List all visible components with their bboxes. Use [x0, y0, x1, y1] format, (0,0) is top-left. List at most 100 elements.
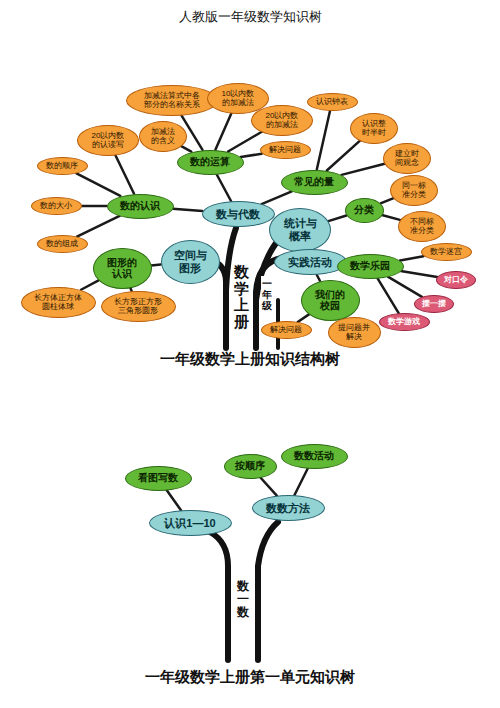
node-text-wrap: 长方体正方体圆柱体球 [33, 293, 83, 311]
node-text: 认识整时半时 [359, 119, 389, 137]
branch-connector [151, 263, 160, 266]
node-text: 摆一摆 [422, 299, 446, 308]
branch-connector [294, 468, 307, 495]
node-text: 分类 [354, 204, 374, 216]
node-text: 10以内数的加减法 [218, 89, 258, 107]
branch-connector [317, 275, 320, 281]
leaf-ellipse: 认识钟表 [307, 93, 358, 111]
node-text-wrap: 20以内数的认读写 [88, 131, 128, 149]
branch-connector [215, 113, 231, 150]
branch-connector [173, 209, 203, 211]
node-text-wrap: 空间与图形 [173, 249, 207, 274]
game-ellipse: 摆一摆 [414, 295, 454, 313]
branch-connector [342, 164, 385, 175]
node-text-wrap: 数数方法 [266, 502, 310, 515]
node-text-wrap: 实践活动 [288, 256, 332, 269]
branch-ellipse: 数的运算 [177, 150, 244, 175]
node-text: 数学乐园 [350, 260, 390, 272]
node-text-wrap: 数学迷宫 [430, 247, 462, 256]
node-text-wrap: 认识钟表 [316, 97, 348, 106]
node-text-wrap: 加减法的含义 [148, 127, 178, 145]
topic-ellipse: 实践活动 [274, 249, 347, 275]
node-text: 数数方法 [266, 502, 310, 515]
game-ellipse: 对口令 [436, 271, 476, 289]
node-text: 数学迷宫 [430, 247, 462, 256]
leaf-ellipse: 数的顺序 [37, 157, 88, 175]
node-text-wrap: 数的认识 [120, 200, 160, 212]
leaf-ellipse: 加减法的含义 [139, 121, 187, 152]
leaf-ellipse: 长方体正方体圆柱体球 [21, 287, 96, 318]
node-text: 数与代数 [216, 208, 260, 221]
leaf-ellipse: 提问题并解决 [328, 317, 381, 348]
node-text: 长方形正方形三角形圆形 [113, 297, 163, 315]
node-text-wrap: 20以内数的加减法 [262, 111, 302, 129]
node-text-wrap: 对口令 [444, 275, 468, 284]
leaf-ellipse: 不同标准分类 [398, 211, 446, 242]
branch-connector [401, 271, 437, 277]
topic-ellipse: 统计与概率 [269, 208, 331, 252]
node-text: 数学游戏 [388, 317, 420, 326]
node-text-wrap: 数学乐园 [350, 260, 390, 272]
branch-connector [382, 215, 400, 220]
branch-connector [262, 191, 292, 204]
branch-ellipse: 分类 [345, 198, 384, 223]
node-text: 建立时间观念 [392, 149, 422, 167]
branch-connector [327, 141, 360, 171]
leaf-ellipse: 长方形正方形三角形圆形 [101, 291, 176, 322]
node-text-wrap: 数的组成 [46, 239, 78, 248]
leaf-ellipse: 解决问题 [260, 141, 311, 159]
branch-ellipse: 数数活动 [281, 444, 348, 469]
branch-ellipse: 按顺序 [224, 454, 277, 479]
branch-connector [298, 314, 309, 322]
node-text-wrap: 不同标准分类 [407, 217, 437, 235]
node-text-wrap: 认识整时半时 [359, 119, 389, 137]
leaf-ellipse: 20以内数的加减法 [251, 105, 313, 136]
topic-ellipse: 认识1—10 [149, 510, 232, 536]
page-title: 人教版一年级数学知识树 [0, 8, 500, 26]
node-text-wrap: 常见的量 [294, 176, 334, 188]
node-text: 数的大小 [40, 201, 72, 210]
branch-connector [81, 280, 99, 289]
trunk-label: 数一数 [236, 578, 250, 622]
node-text-wrap: 统计与概率 [282, 217, 318, 242]
node-text-wrap: 认识1—10 [164, 517, 215, 530]
branch-connector [260, 477, 276, 495]
node-text: 数的组成 [46, 239, 78, 248]
node-text: 数的顺序 [46, 161, 78, 170]
branch-connector [377, 278, 398, 313]
node-text: 数数活动 [294, 450, 334, 462]
node-text-wrap: 10以内数的加减法 [218, 89, 258, 107]
node-text-wrap: 加减法算式中各部分的名称关系 [141, 91, 203, 109]
leaf-ellipse: 加减法算式中各部分的名称关系 [126, 85, 218, 116]
node-text: 解决问题 [270, 325, 302, 334]
node-text-wrap: 分类 [354, 204, 374, 216]
node-text: 数的运算 [190, 156, 230, 168]
node-text-wrap: 数的大小 [40, 201, 72, 210]
node-text: 加减法的含义 [148, 127, 178, 145]
trunk-strokes [206, 228, 284, 660]
node-text: 对口令 [444, 275, 468, 284]
topic-ellipse: 数数方法 [252, 495, 325, 521]
node-text-wrap: 提问题并解决 [337, 323, 371, 341]
topic-ellipse: 数与代数 [202, 201, 275, 227]
node-text: 认识1—10 [164, 517, 215, 530]
branch-connector [228, 132, 262, 152]
node-text-wrap: 数的顺序 [46, 161, 78, 170]
node-text-wrap: 看图写数 [138, 472, 178, 484]
node-text-wrap: 长方形正方形三角形圆形 [113, 297, 163, 315]
branch-connector [77, 216, 120, 237]
leaf-ellipse: 数的组成 [37, 235, 88, 253]
node-text: 20以内数的认读写 [88, 131, 128, 149]
node-text-wrap: 同一标准分类 [399, 181, 429, 199]
node-text: 看图写数 [138, 472, 178, 484]
node-text: 不同标准分类 [407, 217, 437, 235]
branch-connector [400, 256, 423, 260]
branch-connector [115, 155, 134, 194]
node-text-wrap: 图形的认识 [105, 257, 139, 280]
branch-ellipse: 图形的认识 [93, 248, 152, 289]
branch-connector [241, 154, 262, 157]
node-text: 空间与图形 [173, 249, 207, 274]
branch-ellipse: 看图写数 [125, 466, 192, 491]
tree-caption: 一年级数学上册知识结构树 [160, 350, 340, 369]
